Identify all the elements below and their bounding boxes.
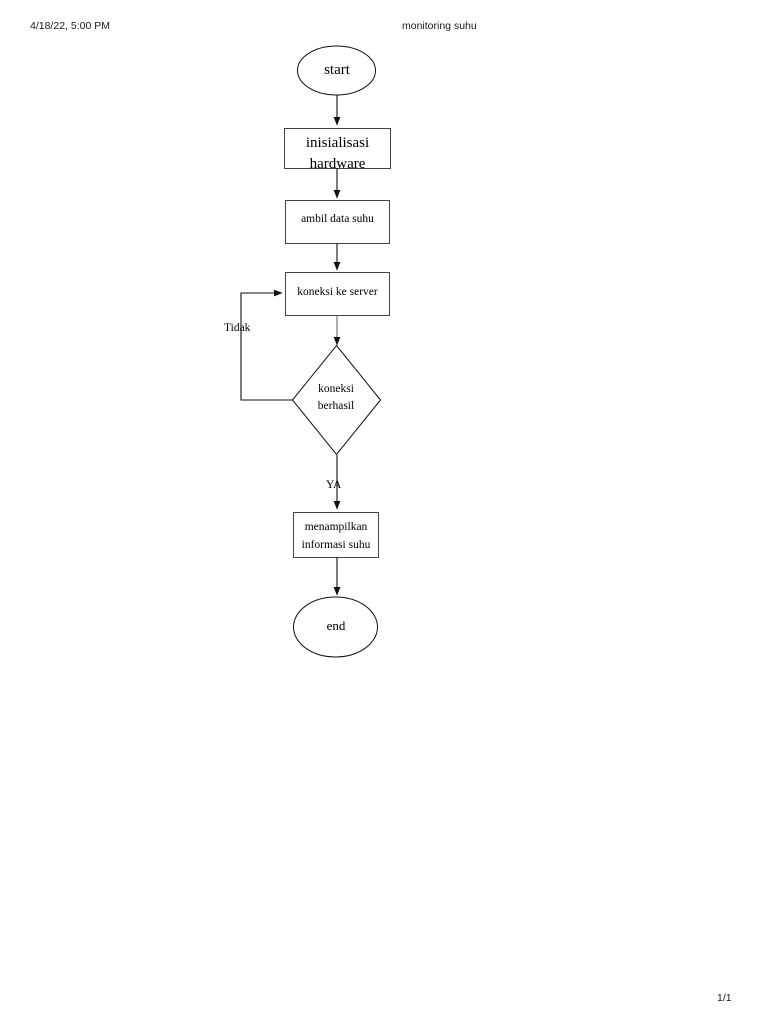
node-init-shape (284, 128, 391, 169)
flowchart-canvas (240, 45, 391, 658)
node-end-shape (293, 596, 378, 658)
flowchart-diagram: start inisialisasi hardware ambil data s… (224, 45, 391, 658)
node-tampil-shape (293, 512, 379, 558)
page-header: 4/18/22, 5:00 PM monitoring suhu (0, 18, 768, 34)
header-date: 4/18/22, 5:00 PM (30, 20, 110, 32)
page-indicator: 1/1 (717, 992, 732, 1004)
node-koneksi-shape (285, 272, 390, 316)
node-start-shape (297, 45, 376, 96)
edge-cek-to-koneksi-loop (240, 289, 293, 401)
node-cek-shape (291, 344, 382, 456)
node-ambil-shape (285, 200, 390, 244)
header-document-title: monitoring suhu (402, 20, 477, 32)
